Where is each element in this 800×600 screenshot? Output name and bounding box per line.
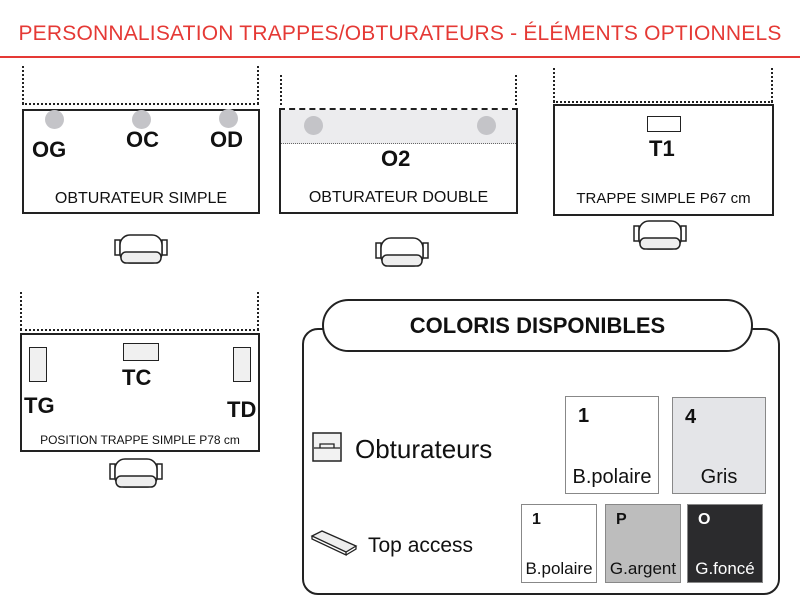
desk-outline (515, 75, 517, 105)
code-od: OD (210, 127, 243, 152)
swatch-code: O (698, 511, 711, 528)
coloris-title: COLORIS DISPONIBLES (322, 299, 753, 352)
position-dot (304, 116, 323, 135)
code-tg: TG (24, 393, 55, 418)
code-o2: O2 (381, 146, 411, 171)
desk-top: TG TC TD POSITION TRAPPE SIMPLE P78 cm (20, 333, 260, 452)
swatch-obturateur-bpolaire: 1 B.polaire (565, 396, 659, 494)
code-tc: TC (122, 365, 152, 390)
desk-outline (257, 66, 259, 104)
trappe-icon (647, 116, 681, 132)
desk-outline (771, 68, 773, 102)
code-oc: OC (126, 127, 159, 152)
swatch-obturateur-gris: 4 Gris (672, 397, 766, 494)
desk-outline (22, 103, 259, 105)
trappe-left-icon (29, 347, 47, 382)
obturateur-icon (312, 432, 342, 462)
swatch-name: G.argent (609, 559, 677, 578)
swatch-name: G.foncé (695, 559, 755, 578)
swatch-name: Gris (700, 466, 738, 488)
trappe-right-icon (233, 347, 251, 382)
desk-outline (257, 292, 259, 330)
swatch-name: B.polaire (525, 559, 593, 578)
swatch-code: 1 (532, 511, 541, 528)
desk-outline (20, 292, 22, 330)
diagram-label: OBTURATEUR DOUBLE (308, 189, 489, 206)
desk-outline (22, 66, 24, 104)
desk-top: O2 OBTURATEUR DOUBLE (279, 108, 518, 214)
chair-icon (375, 237, 429, 267)
desk-top: T1 TRAPPE SIMPLE P67 cm (553, 104, 774, 216)
swatch-top-gfonce: O G.foncé (687, 504, 763, 583)
top-access-icon (310, 530, 358, 557)
chair-icon (633, 220, 687, 250)
diagram-label: OBTURATEUR SIMPLE (54, 190, 228, 207)
position-dot (45, 110, 64, 129)
desk-outline (280, 75, 282, 105)
page-title: PERSONNALISATION TRAPPES/OBTURATEURS - É… (18, 22, 782, 45)
swatch-top-bpolaire: 1 B.polaire (521, 504, 597, 583)
desk-outline (20, 329, 259, 331)
desk-outline (553, 68, 555, 102)
title-divider (0, 56, 800, 58)
trappe-center-icon (123, 343, 159, 361)
desk-top: OG OC OD OBTURATEUR SIMPLE (22, 109, 260, 214)
code-t1: T1 (649, 136, 675, 161)
desk-outline (553, 101, 773, 103)
chair-icon (114, 234, 168, 264)
top-access-label: Top access (368, 534, 474, 557)
swatch-code: 4 (685, 406, 697, 428)
code-og: OG (32, 137, 67, 162)
diagram-label: TRAPPE SIMPLE P67 cm (576, 190, 751, 207)
swatch-code: P (616, 511, 627, 528)
swatch-name: B.polaire (572, 466, 652, 488)
swatch-code: 1 (578, 405, 590, 427)
code-td: TD (227, 397, 257, 422)
swatch-top-gargent: P G.argent (605, 504, 681, 583)
position-dot (219, 109, 238, 128)
chair-icon (109, 458, 163, 488)
position-dot (477, 116, 496, 135)
position-dot (132, 110, 151, 129)
obturateurs-label: Obturateurs (355, 434, 493, 464)
diagram-label: POSITION TRAPPE SIMPLE P78 cm (40, 433, 240, 447)
